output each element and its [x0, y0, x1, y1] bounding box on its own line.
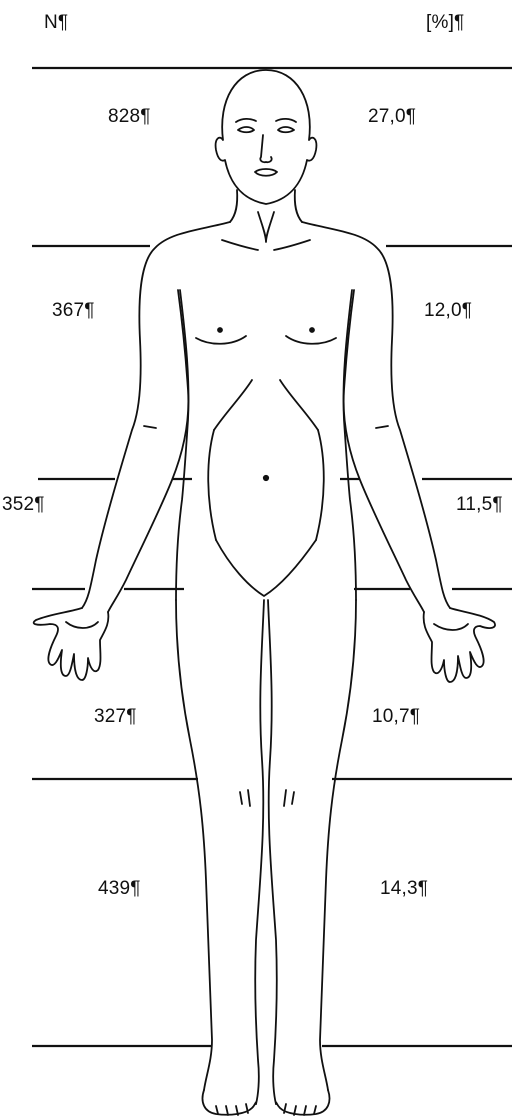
left-brow [236, 119, 256, 122]
collarbone-left [222, 240, 258, 250]
left-leg-outer [176, 600, 212, 1090]
region-lower-leg-percent: 14,3¶ [380, 878, 428, 900]
left-hand-palm [66, 622, 98, 628]
left-elbow-mark [144, 426, 156, 428]
navel [264, 476, 268, 480]
left-hand [34, 608, 109, 680]
region-lower-leg-count: 439¶ [98, 878, 141, 900]
right-leg-inner [268, 600, 277, 1104]
neck-left [230, 190, 237, 222]
right-shoulder-arm-outer [302, 222, 450, 608]
groin [216, 540, 316, 596]
region-head-count: 828¶ [108, 106, 151, 128]
region-lower-trunk-count: 352¶ [2, 494, 45, 516]
left-pec [196, 336, 246, 344]
header-count-label: N¶ [44, 12, 68, 34]
region-thigh-count: 327¶ [94, 706, 137, 728]
human-figure [34, 70, 495, 1115]
right-hand-palm [434, 624, 468, 630]
right-pec [286, 336, 336, 344]
region-upper-trunk-percent: 12,0¶ [424, 300, 472, 322]
right-elbow-mark [376, 426, 388, 428]
right-knee-marks [284, 790, 294, 806]
left-leg-inner [255, 600, 264, 1104]
left-shoulder-arm-outer [82, 222, 230, 608]
collarbone-right [274, 240, 310, 250]
header-percent-label: [%]¶ [426, 12, 464, 34]
right-eye [278, 127, 294, 132]
right-nipple [310, 328, 314, 332]
mouth [255, 169, 277, 176]
right-hand [424, 608, 495, 682]
left-knee-marks [240, 790, 250, 806]
nose [260, 135, 271, 162]
neck-detail [258, 212, 274, 242]
region-thigh-percent: 10,7¶ [372, 706, 420, 728]
region-head-percent: 27,0¶ [368, 106, 416, 128]
region-upper-trunk-count: 367¶ [52, 300, 95, 322]
abdomen [208, 430, 324, 540]
right-brow [276, 119, 296, 122]
region-lower-trunk-percent: 11,5¶ [456, 494, 503, 516]
left-eye [238, 127, 254, 132]
neck-right [295, 190, 302, 222]
ribcage [214, 380, 318, 430]
left-nipple [218, 328, 222, 332]
head-outline [216, 70, 317, 204]
right-leg-outer [320, 600, 356, 1090]
